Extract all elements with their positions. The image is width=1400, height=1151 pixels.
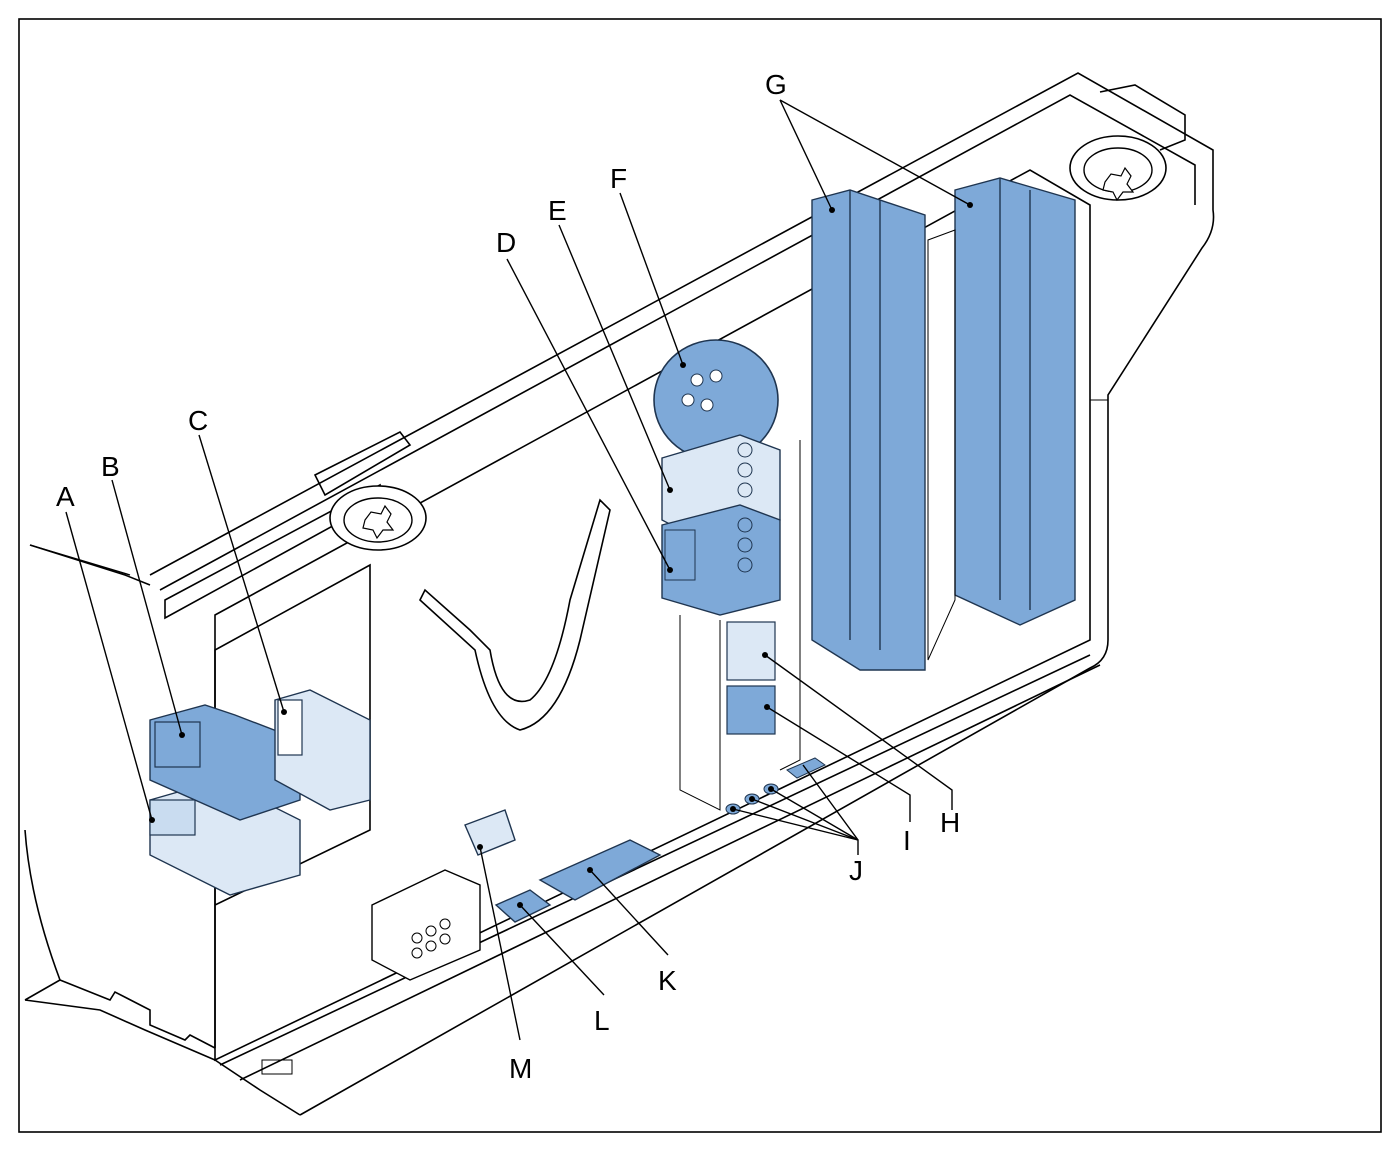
- mounting-screw-left: [329, 485, 427, 551]
- terminal-block-g-left: [811, 189, 926, 671]
- callout-h: H: [940, 807, 960, 838]
- callout-m: M: [509, 1053, 532, 1084]
- callout-b: B: [101, 451, 120, 482]
- callout-c: C: [188, 405, 208, 436]
- callout-j: J: [849, 855, 863, 886]
- terminal-block-g-right: [954, 177, 1076, 626]
- connector-h: [726, 621, 776, 681]
- connector-c: [274, 689, 371, 811]
- leader-dots: [149, 202, 973, 908]
- callout-k: K: [658, 965, 677, 996]
- callout-l: L: [594, 1005, 610, 1036]
- connector-i: [726, 685, 776, 735]
- leader-lines: [29, 99, 971, 1041]
- callout-d: D: [496, 227, 516, 258]
- connector-k: [538, 839, 662, 901]
- terminal-d: [661, 504, 781, 616]
- callout-g: G: [765, 69, 787, 100]
- cable-clip: [419, 498, 611, 731]
- mounting-screw-right: [1069, 135, 1167, 202]
- callout-i: I: [903, 825, 911, 856]
- callout-f: F: [610, 163, 627, 194]
- connector-l: [494, 889, 552, 923]
- figure-frame: [18, 18, 1382, 1133]
- connector-m: [464, 809, 516, 856]
- callout-e: E: [548, 195, 567, 226]
- relay-block: [371, 869, 481, 981]
- callout-a: A: [56, 481, 75, 512]
- buzzer-f: [653, 339, 779, 461]
